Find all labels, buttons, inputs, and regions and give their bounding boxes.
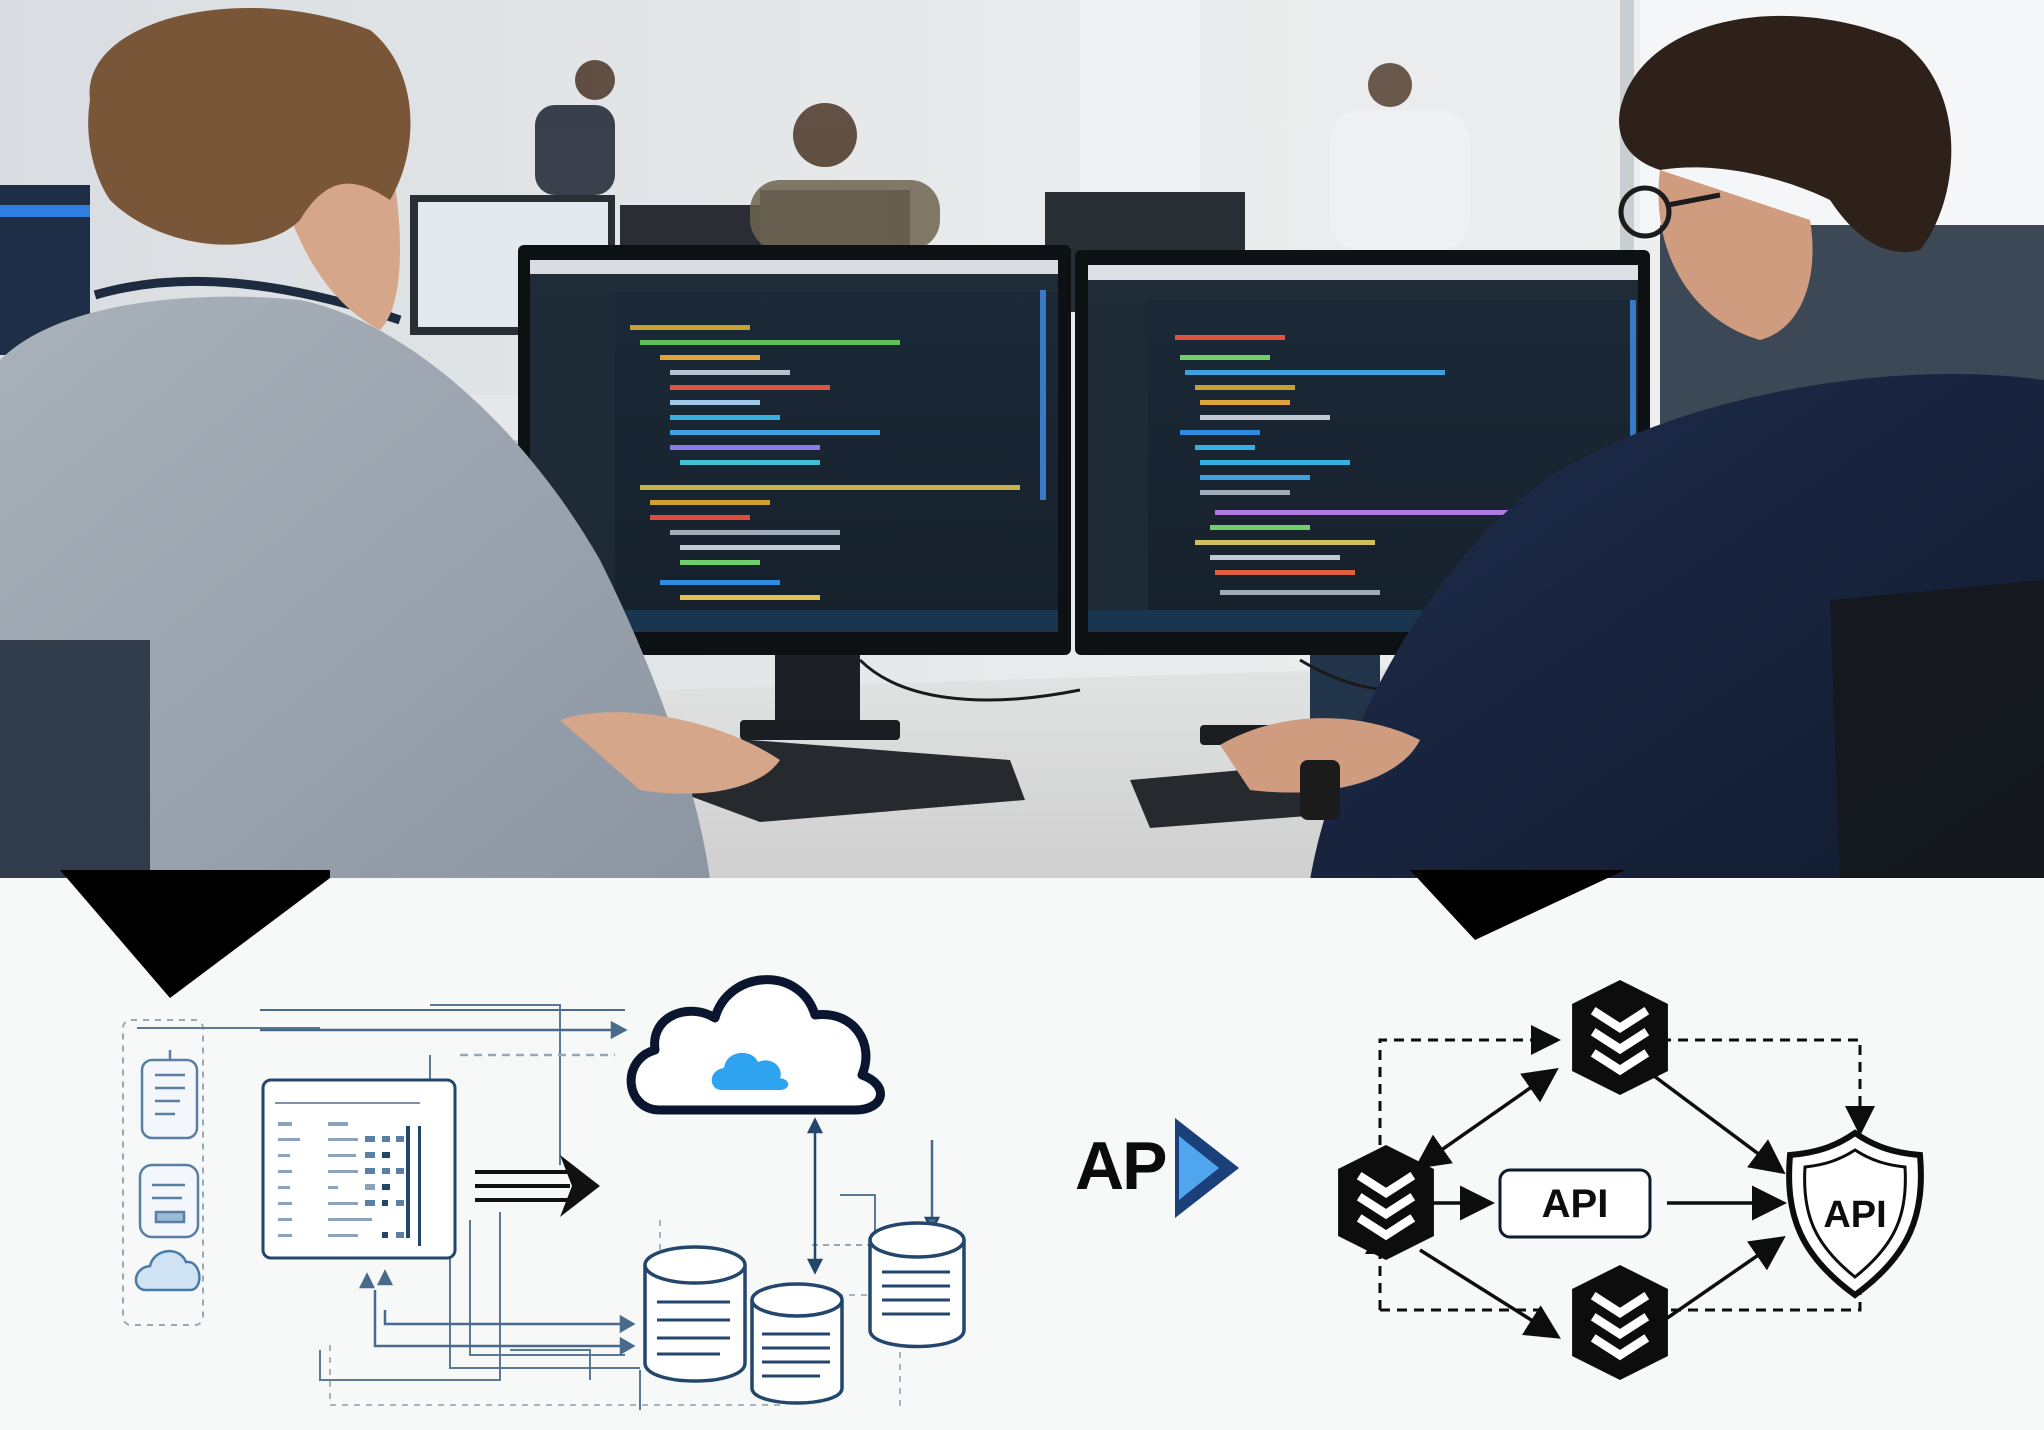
- database-document-icon: [138, 1163, 200, 1239]
- stack-hexagon-icon-bottom: [1572, 1265, 1668, 1380]
- ap-logo-text: AP: [1075, 1128, 1167, 1204]
- office-scene-illustration: [0, 0, 2044, 880]
- cloud-storage-icon: [626, 975, 885, 1115]
- server-document-icon: [140, 1050, 199, 1140]
- database-icon: [643, 1245, 747, 1383]
- dashboard-table-panel: [261, 1078, 457, 1260]
- code-lines: [1175, 335, 1535, 595]
- code-lines: [630, 325, 1020, 600]
- database-icon: [750, 1282, 844, 1405]
- api-network-diagram: API API: [1320, 965, 1924, 1385]
- left-developer: [0, 7, 780, 880]
- database-icon: [868, 1221, 966, 1349]
- api-shield-icon: API: [1786, 1129, 1924, 1299]
- stack-hexagon-icon-left: [1338, 1145, 1434, 1260]
- background-person: [535, 60, 615, 195]
- api-shield-label: API: [1823, 1194, 1886, 1236]
- triple-arrow-icon: [475, 1155, 600, 1217]
- glasses: [1618, 185, 1672, 239]
- left-monitor: [518, 245, 1071, 740]
- right-developer: [1220, 15, 2044, 880]
- chair: [1830, 580, 2044, 880]
- ap-logo: AP: [1075, 1112, 1245, 1222]
- stack-hexagon-icon-top: [1572, 980, 1668, 1095]
- api-box-label: API: [1542, 1182, 1609, 1226]
- cloud-icon: [134, 1250, 201, 1292]
- background-person: [750, 103, 940, 250]
- play-arrow-icon: [1175, 1118, 1239, 1218]
- office-photo: [0, 0, 2044, 880]
- cloud-architecture-diagram: [122, 975, 966, 1410]
- api-box: API: [1498, 1168, 1652, 1239]
- background-person: [1330, 63, 1470, 250]
- photo-border-shards: [0, 870, 1625, 998]
